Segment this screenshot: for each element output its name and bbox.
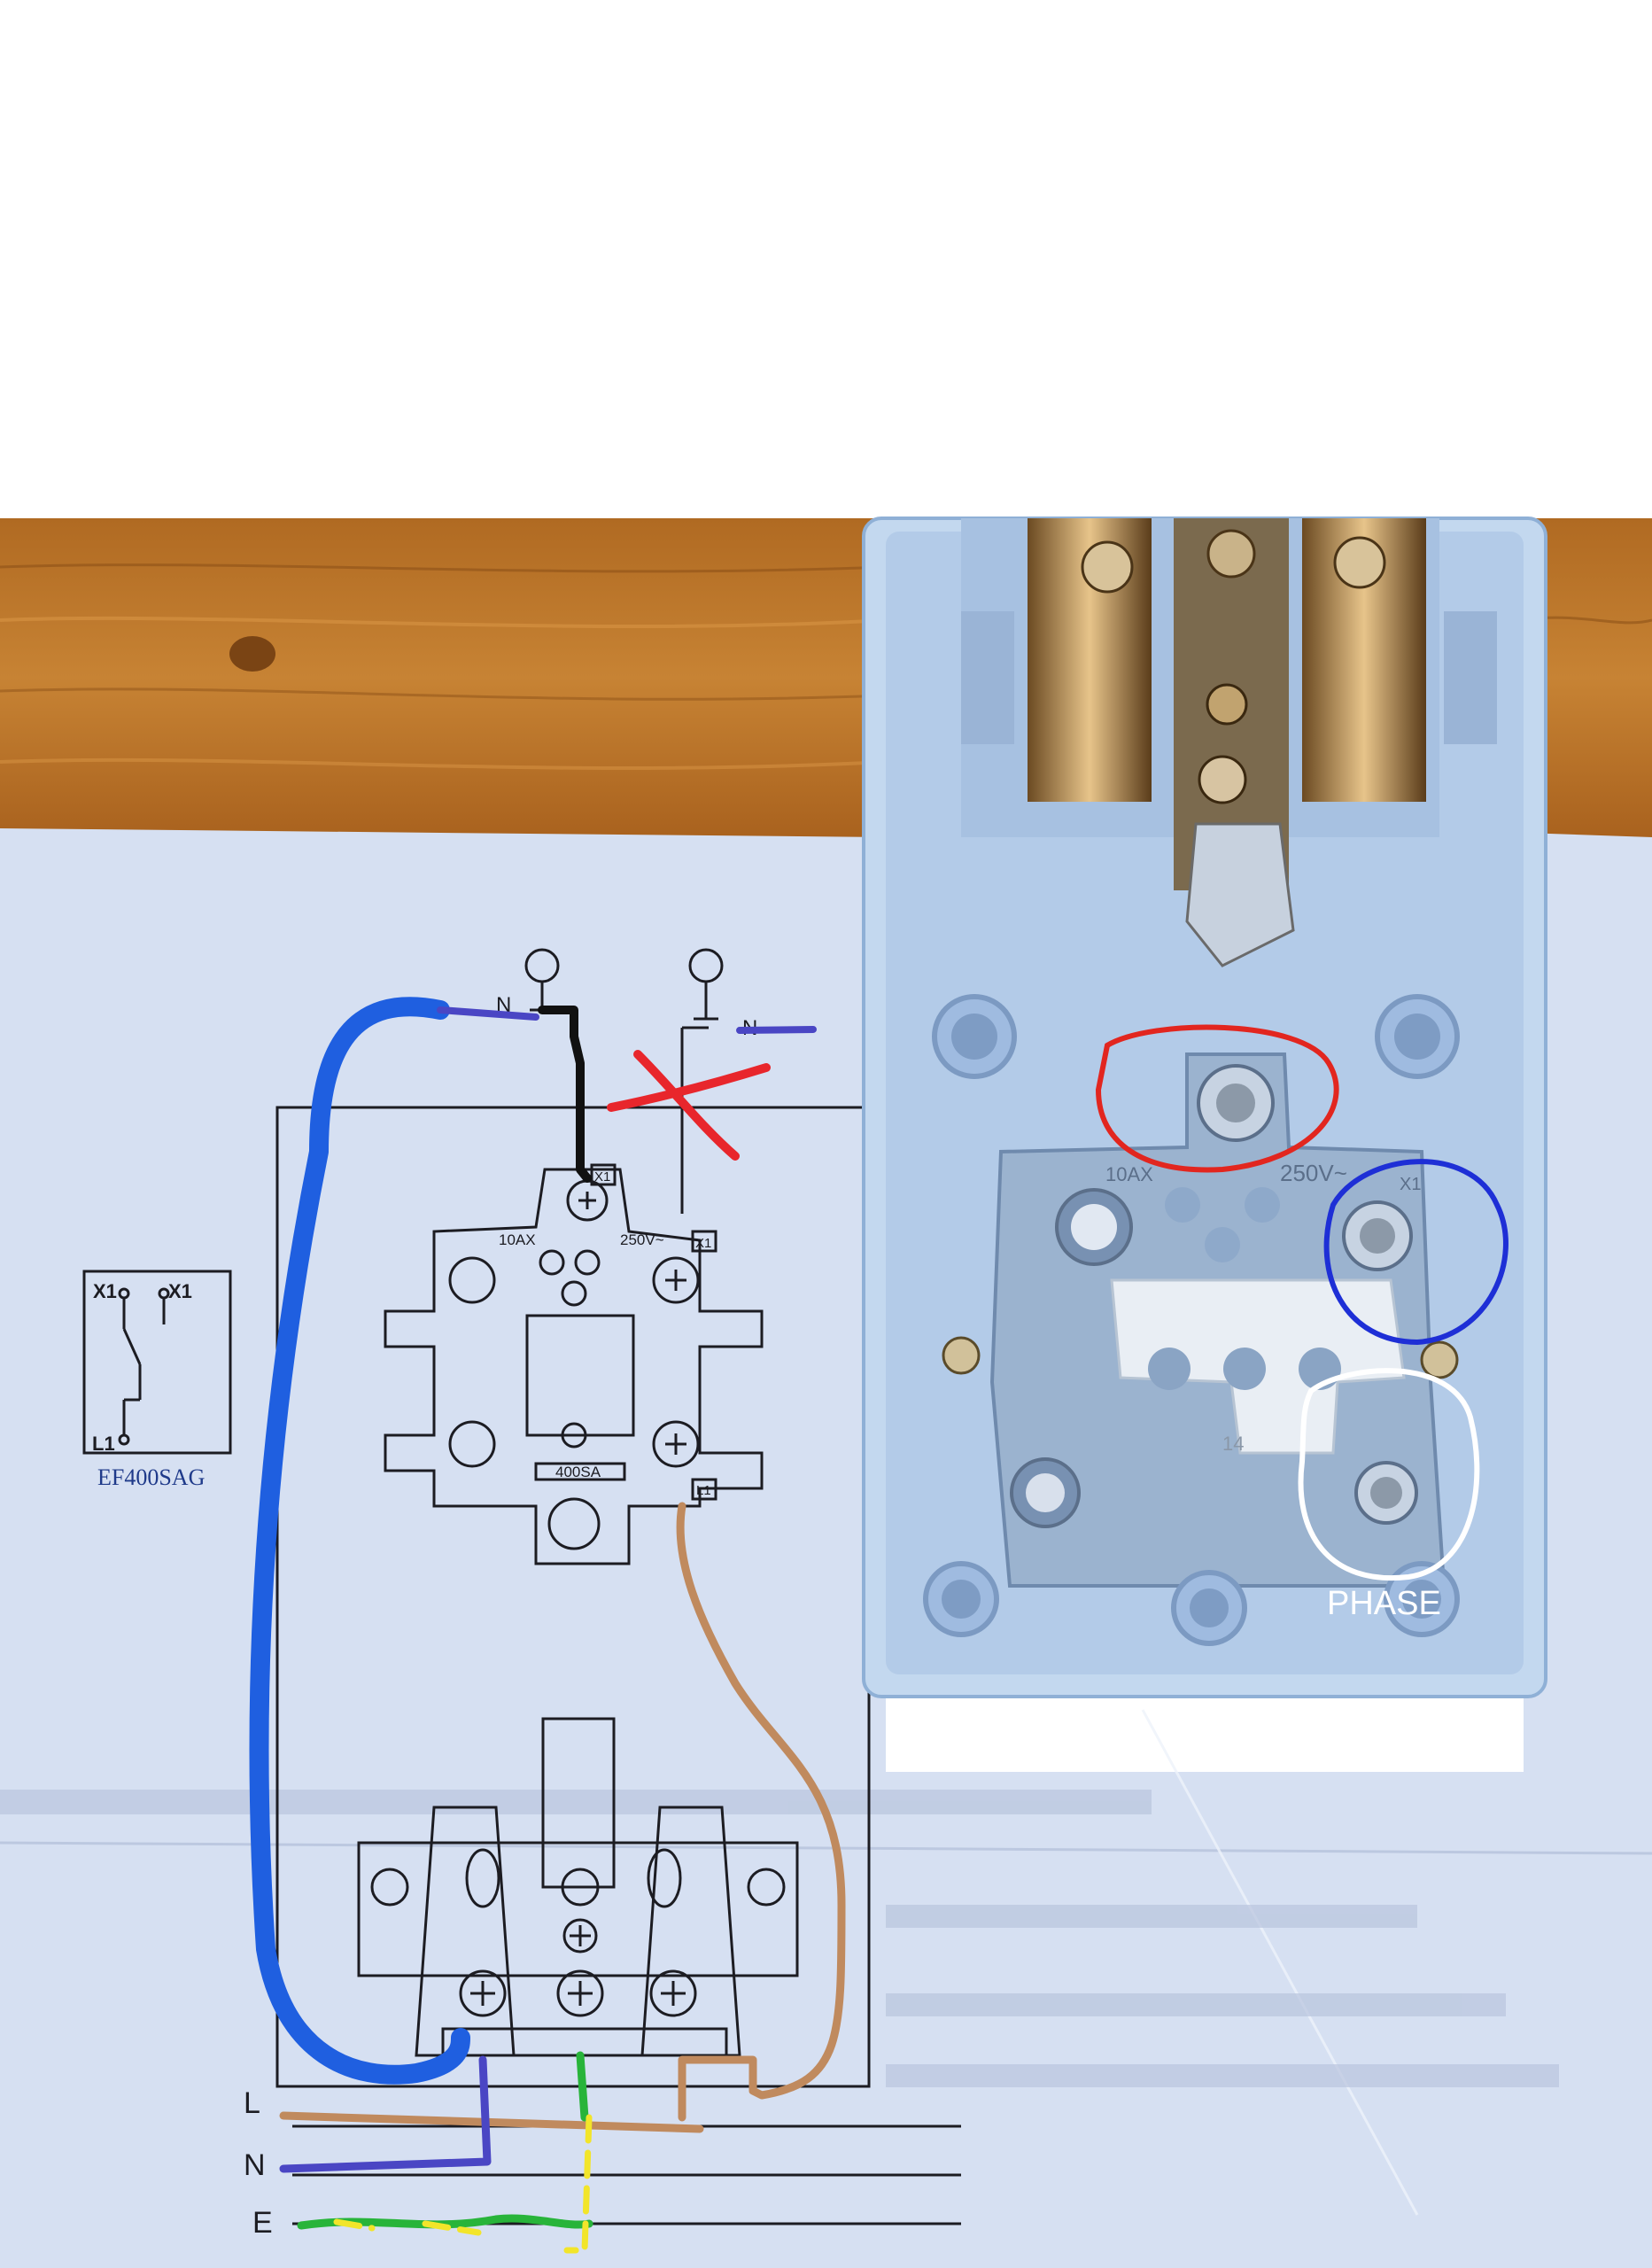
wire-black	[538, 1006, 592, 1183]
switch-socket-device: 10AX 250V~ X1 14	[862, 517, 1547, 1698]
annotation-marks: PHASE	[1095, 1024, 1509, 1622]
wire-brown-phase	[676, 1502, 846, 2122]
legend-x1-right: X1	[168, 1280, 192, 1302]
wire-brown-rail	[279, 2111, 704, 2133]
wire-violet-n-left	[437, 1006, 539, 1021]
switch-drawing	[384, 1163, 764, 1565]
wire-violet-n-right	[736, 1026, 817, 1034]
label-l1-tag: L1	[696, 1483, 711, 1498]
wood-knot	[229, 636, 275, 672]
switch-module	[942, 1052, 1459, 1588]
circle-blue-x1	[1323, 1159, 1509, 1346]
socket-drawing	[357, 1717, 799, 2057]
legend-x1-left: X1	[93, 1280, 117, 1302]
rail-n-label: N	[244, 2148, 266, 2182]
lamp-right-icon	[688, 948, 724, 1021]
legend-l1: L1	[92, 1433, 115, 1455]
label-rating-right: 250V~	[620, 1231, 664, 1248]
device-x1-tag: X1	[1400, 1175, 1421, 1194]
label-x1-top: X1	[594, 1169, 610, 1184]
label-x1-side: X1	[695, 1236, 711, 1251]
label-model-plate: 400SA	[555, 1464, 601, 1480]
rail-l-label: L	[244, 2086, 260, 2120]
legend-box	[82, 1270, 232, 1455]
drawn-wires	[249, 997, 846, 2254]
device-bridge-number: 14	[1222, 1433, 1244, 1455]
wire-red-cross-b	[633, 1050, 740, 1161]
wire-violet-rail	[279, 2055, 492, 2173]
wire-blue-neutral	[249, 997, 470, 2085]
wire-yellow-earth	[333, 2114, 593, 2254]
legend-model: EF400SAG	[97, 1464, 205, 1490]
circle-red-terminal	[1095, 1024, 1339, 1173]
label-rating-left: 10AX	[499, 1231, 536, 1248]
circle-white-phase	[1298, 1368, 1480, 1581]
device-rating-left: 10AX	[1105, 1163, 1153, 1185]
schematic-labels: N N 10AX 250V~ X1 X1 L1 400SA X1 X1 L1 E…	[92, 993, 757, 2240]
rail-e-label: E	[252, 2206, 273, 2240]
wire-red-cross-a	[607, 1063, 771, 1112]
label-phase: PHASE	[1327, 1585, 1441, 1622]
device-rating-right: 250V~	[1280, 1160, 1347, 1186]
blank-top-area	[0, 0, 1652, 518]
socket-contacts	[961, 518, 1497, 967]
